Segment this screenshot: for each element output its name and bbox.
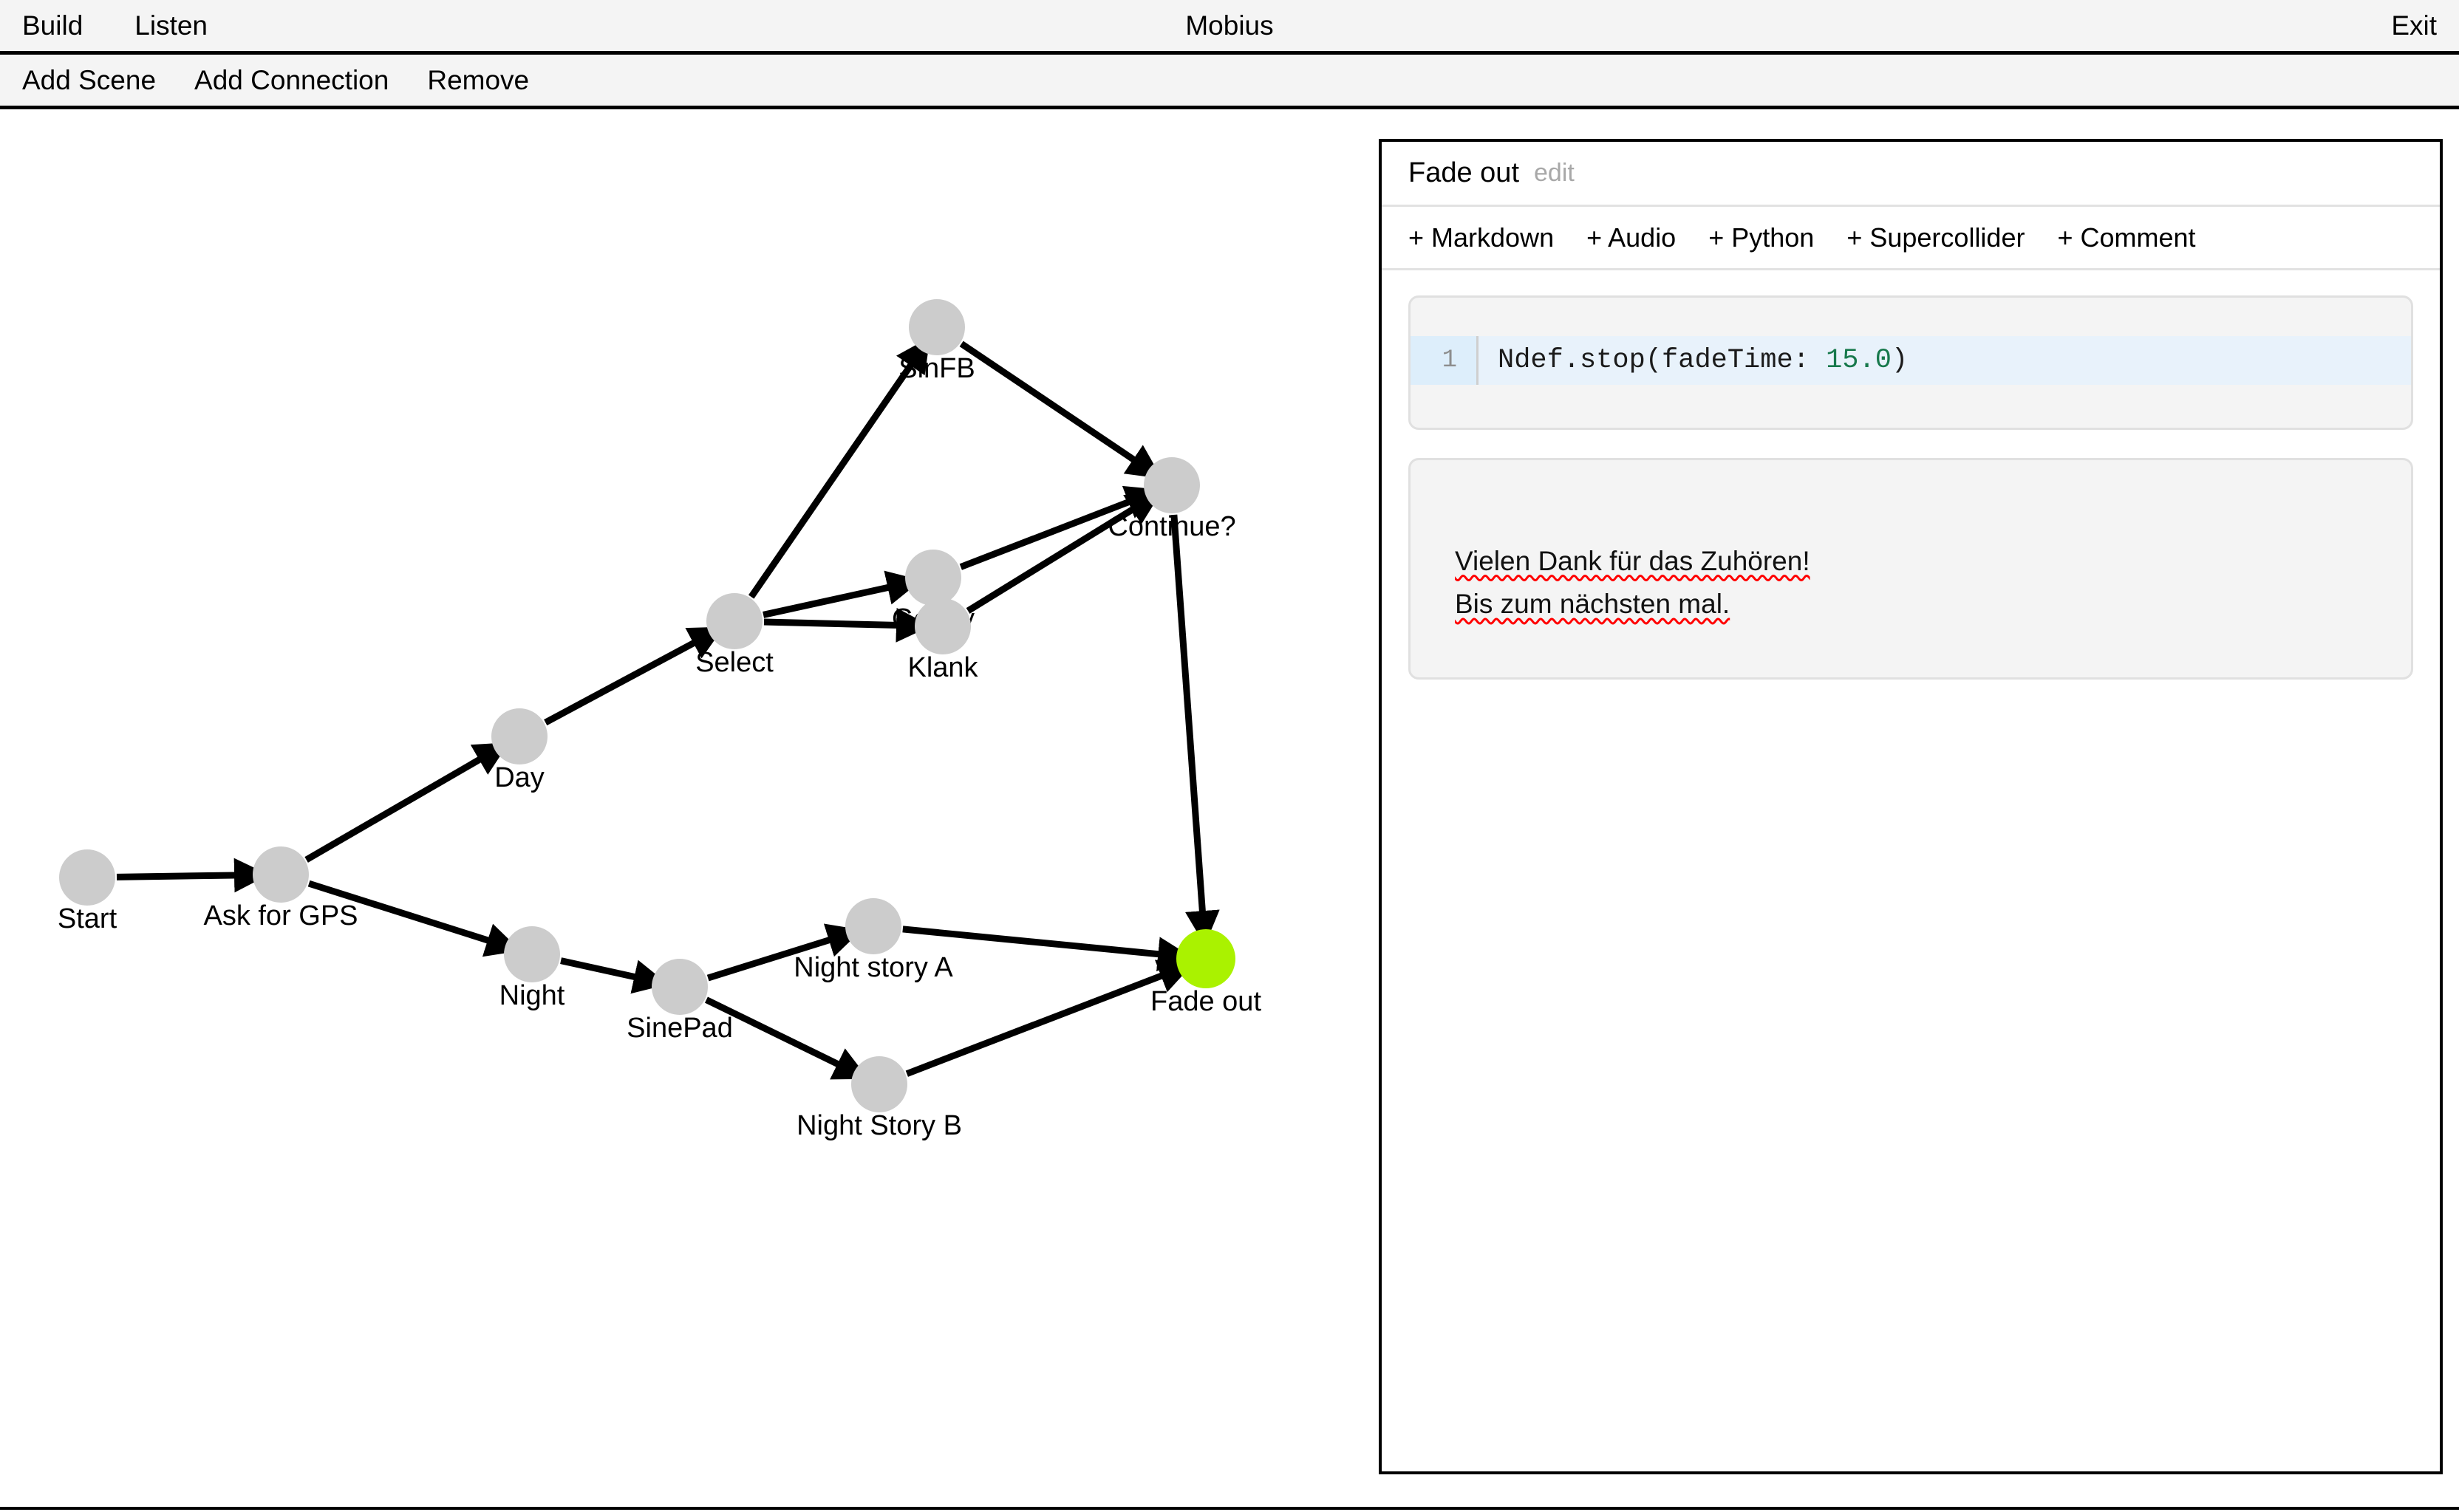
node-label: Night: [499, 980, 565, 1011]
graph-edge[interactable]: [959, 485, 1161, 570]
node-circle[interactable]: [905, 550, 961, 606]
graph-node-start[interactable]: Start: [58, 849, 117, 934]
panel-header: Fade out edit: [1382, 142, 2440, 207]
add-connection-button[interactable]: Add Connection: [194, 64, 389, 95]
add-python-button[interactable]: + Python: [1708, 222, 1815, 253]
markdown-line-2-text: Bis zum nächsten mal.: [1455, 589, 1730, 620]
graph-edge[interactable]: [307, 880, 521, 957]
node-label: Klank: [907, 652, 978, 683]
edge-layer: [116, 337, 1220, 1080]
add-markdown-button[interactable]: + Markdown: [1408, 222, 1555, 253]
node-label: Select: [695, 647, 774, 678]
add-comment-button[interactable]: + Comment: [2057, 222, 2196, 253]
node-circle[interactable]: [851, 1056, 907, 1112]
graph-node-sinfb[interactable]: SinFB: [898, 299, 975, 384]
code-number-literal: 15.0: [1826, 345, 1892, 376]
graph-edge[interactable]: [560, 957, 669, 994]
graph-edge[interactable]: [1170, 514, 1220, 945]
code-line-text[interactable]: Ndef.stop(fadeTime: 15.0): [1479, 345, 1908, 376]
node-circle[interactable]: [253, 846, 309, 903]
graph-node-select[interactable]: Select: [695, 593, 774, 678]
menu-bar: Build Listen Mobius Exit: [0, 0, 2459, 55]
add-audio-button[interactable]: + Audio: [1586, 222, 1677, 253]
add-supercollider-button[interactable]: + Supercollider: [1846, 222, 2025, 253]
node-circle[interactable]: [915, 598, 971, 654]
node-circle[interactable]: [1144, 457, 1200, 513]
node-circle[interactable]: [1176, 929, 1235, 988]
add-cell-toolbar: + Markdown + Audio + Python + Supercolli…: [1382, 207, 2440, 270]
graph-node-fadeout[interactable]: Fade out: [1150, 929, 1261, 1017]
scene-inspector-panel: Fade out edit + Markdown + Audio + Pytho…: [1379, 139, 2443, 1474]
menu-left-group: Build Listen: [22, 0, 208, 51]
code-cell[interactable]: 1 Ndef.stop(fadeTime: 15.0): [1408, 295, 2413, 430]
markdown-line-1: Vielen Dank für das Zuhören!: [1455, 540, 2411, 583]
graph-node-klank[interactable]: Klank: [907, 598, 979, 683]
graph-edge[interactable]: [116, 858, 269, 893]
graph-edge[interactable]: [706, 923, 862, 982]
code-line-number: 1: [1411, 336, 1479, 385]
code-prefix: Ndef.stop(fadeTime:: [1498, 345, 1827, 376]
graph-edge[interactable]: [959, 341, 1162, 479]
graph-edge[interactable]: [763, 608, 931, 643]
menu-item-listen[interactable]: Listen: [134, 10, 208, 41]
graph-node-continue[interactable]: Continue?: [1108, 457, 1236, 542]
graph-node-storyB[interactable]: Night Story B: [797, 1056, 962, 1141]
toolbar-items: Add Scene Add Connection Remove: [22, 55, 529, 106]
node-label: Night story A: [794, 952, 953, 983]
panel-body: 1 Ndef.stop(fadeTime: 15.0) Vielen Dank …: [1382, 270, 2440, 1469]
node-label: Day: [494, 762, 545, 793]
graph-edge[interactable]: [748, 337, 930, 599]
graph-edge[interactable]: [304, 742, 509, 863]
code-suffix: ): [1891, 345, 1909, 376]
panel-scrollbar[interactable]: [2426, 273, 2437, 361]
node-circle[interactable]: [845, 898, 901, 954]
graph-edge[interactable]: [966, 491, 1162, 614]
markdown-line-2: Bis zum nächsten mal.: [1455, 583, 2411, 626]
graph-edge[interactable]: [763, 570, 922, 618]
node-label: Start: [58, 903, 117, 934]
node-label: Ask for GPS: [203, 900, 358, 931]
graph-edge[interactable]: [905, 959, 1194, 1077]
graph-node-storyA[interactable]: Night story A: [794, 898, 953, 983]
edit-link[interactable]: edit: [1534, 159, 1575, 187]
toolbar: Add Scene Add Connection Remove: [0, 55, 2459, 109]
markdown-cell[interactable]: Vielen Dank für das Zuhören! Bis zum näc…: [1408, 458, 2413, 680]
graph-node-gps[interactable]: Ask for GPS: [203, 846, 358, 931]
code-line-row[interactable]: 1 Ndef.stop(fadeTime: 15.0): [1411, 336, 2411, 385]
node-label: SinePad: [627, 1013, 733, 1044]
remove-button[interactable]: Remove: [427, 64, 530, 95]
node-label: Fade out: [1150, 986, 1261, 1017]
graph-node-night[interactable]: Night: [499, 926, 565, 1011]
menu-item-build[interactable]: Build: [22, 10, 83, 41]
menu-right-group: Exit: [2391, 0, 2437, 51]
markdown-line-1-text: Vielen Dank für das Zuhören!: [1455, 546, 1810, 576]
node-label: SinFB: [898, 353, 975, 384]
node-circle[interactable]: [909, 299, 965, 355]
node-circle[interactable]: [706, 593, 763, 649]
page-bottom-rule: [0, 1507, 2459, 1510]
app-title: Mobius: [1185, 10, 1274, 41]
graph-edge[interactable]: [544, 626, 724, 726]
node-circle[interactable]: [652, 959, 708, 1015]
node-label: Night Story B: [797, 1110, 962, 1141]
node-circle[interactable]: [59, 849, 115, 906]
node-label: Continue?: [1108, 511, 1235, 542]
graph-edge[interactable]: [902, 926, 1193, 971]
graph-edge[interactable]: [704, 996, 869, 1080]
panel-scene-title: Fade out: [1408, 157, 1519, 188]
exit-button[interactable]: Exit: [2391, 10, 2437, 41]
add-scene-button[interactable]: Add Scene: [22, 64, 157, 95]
node-circle[interactable]: [491, 708, 548, 764]
graph-node-day[interactable]: Day: [491, 708, 548, 793]
node-circle[interactable]: [504, 926, 560, 982]
graph-node-sinepad[interactable]: SinePad: [627, 959, 733, 1044]
